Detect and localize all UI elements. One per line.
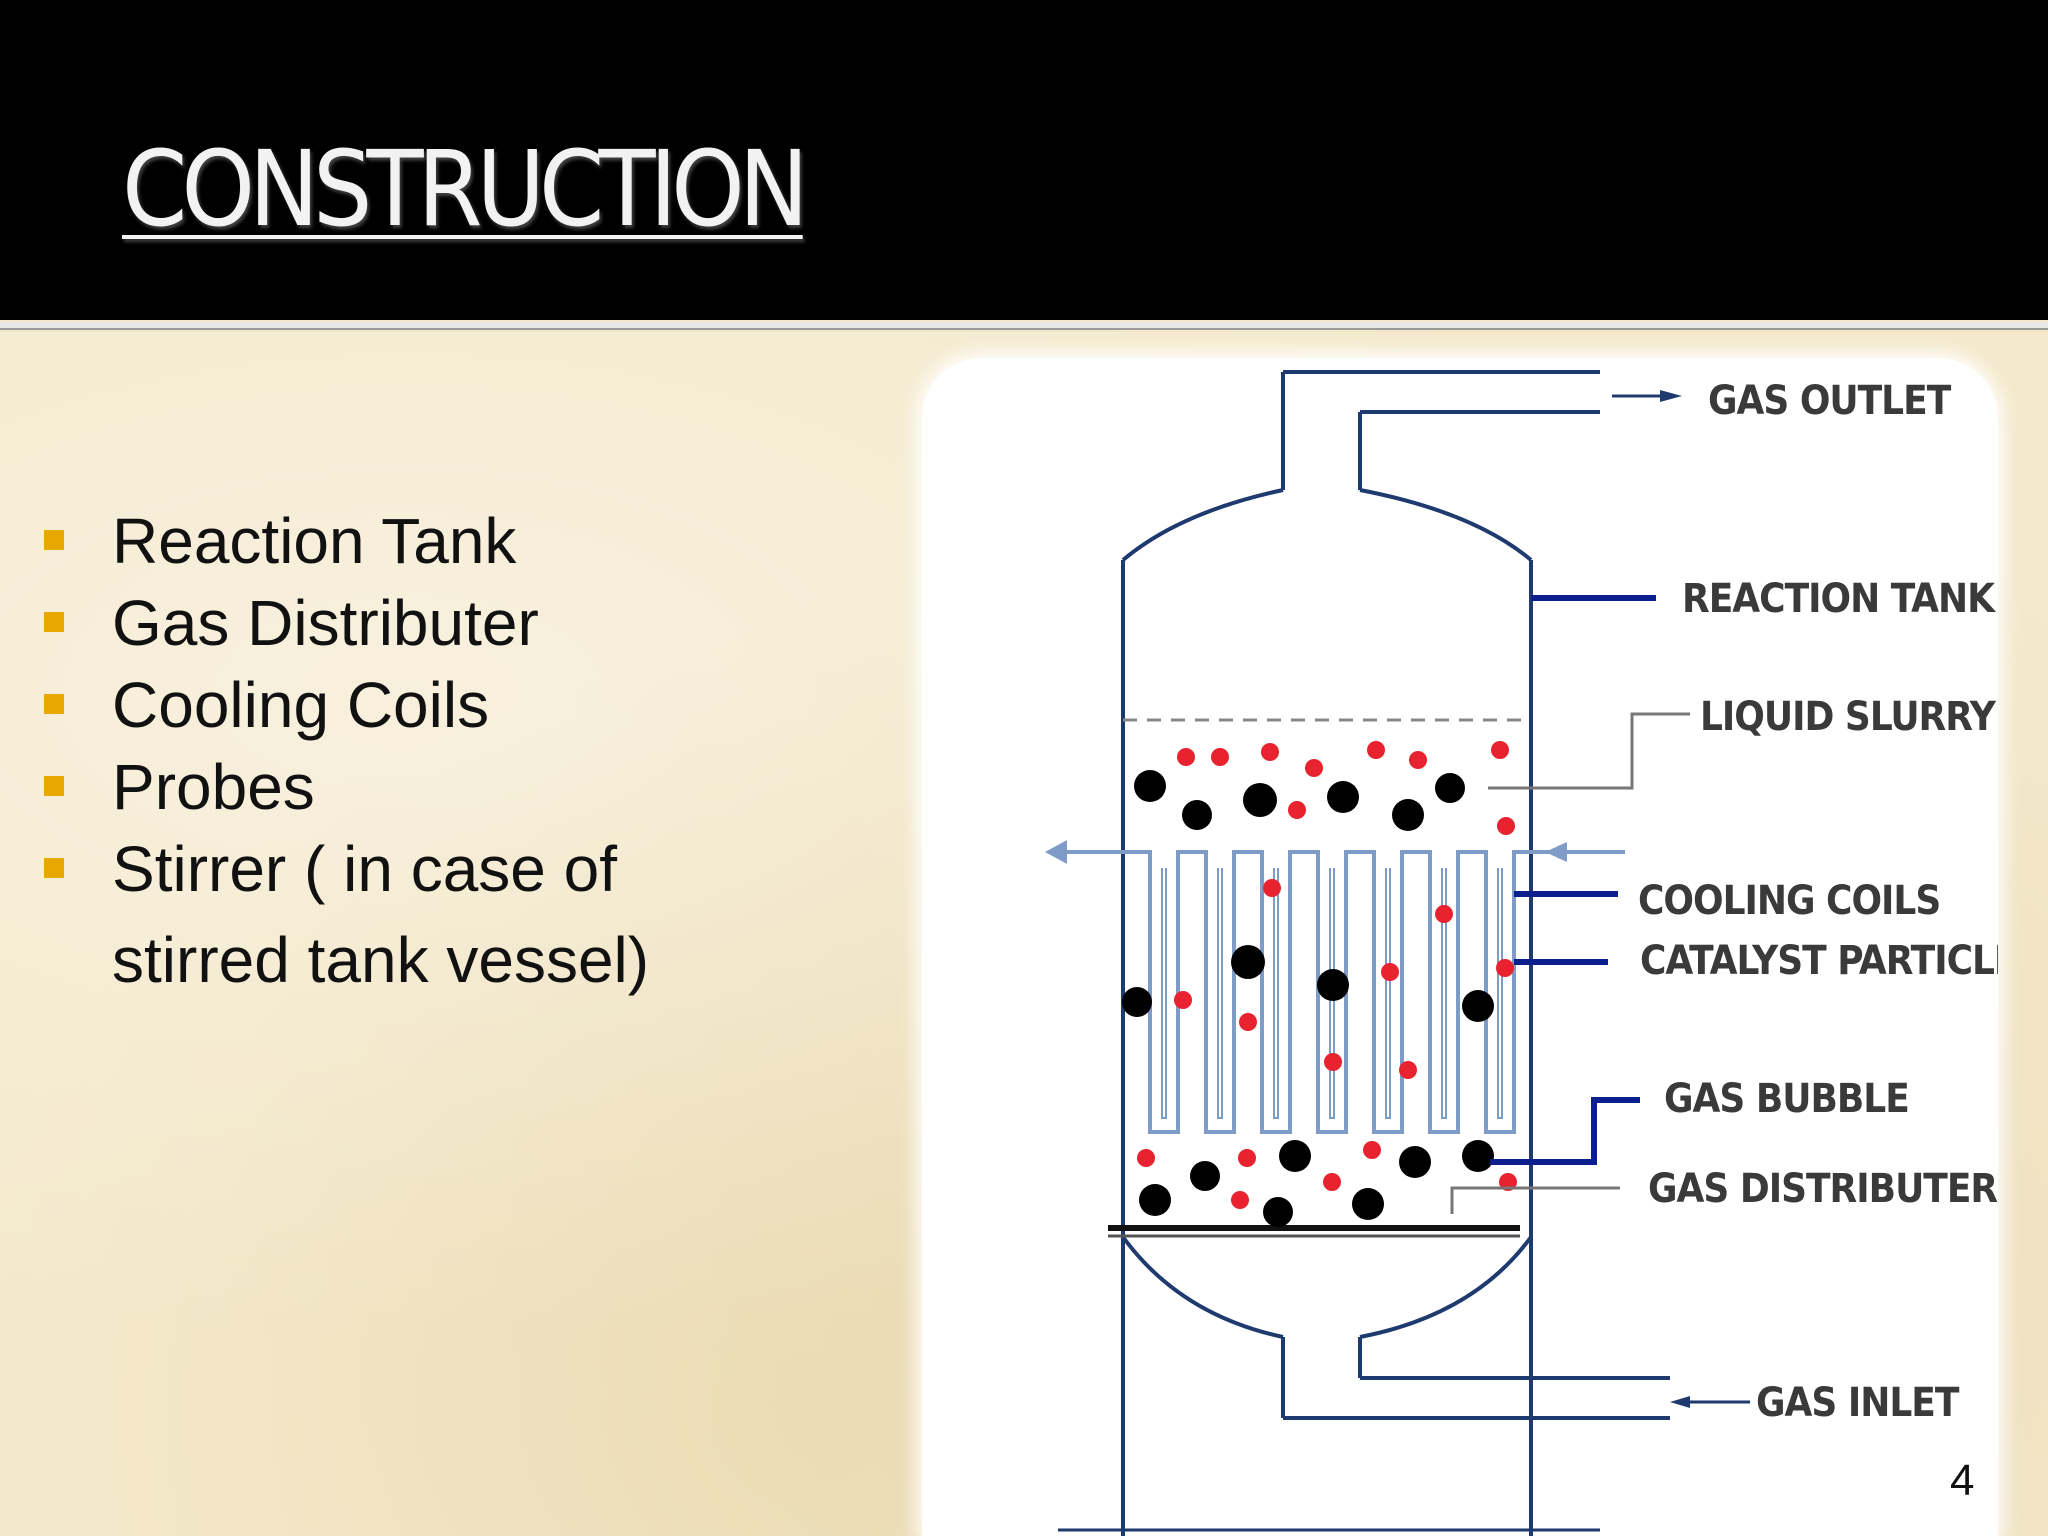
- label-gas-inlet: GAS INLET: [1756, 1380, 1960, 1426]
- page-number: 4: [1950, 1456, 1975, 1505]
- bullet-item: Probes: [40, 746, 880, 828]
- label-leaders: [1450, 390, 1750, 1408]
- label-gas-distributer: GAS DISTRIBUTER: [1648, 1166, 1997, 1212]
- label-gas-bubble: GAS BUBBLE: [1664, 1076, 1909, 1122]
- label-liquid-slurry: LIQUID SLURRY: [1700, 694, 1997, 740]
- bullet-text: Gas Distributer: [112, 587, 539, 659]
- title-divider: [0, 322, 2048, 330]
- coolant-in-arrow-icon: [1545, 842, 1567, 862]
- cooling-coils: [1050, 850, 1625, 1134]
- title-bar: CONSTRUCTION: [0, 0, 2048, 320]
- bullet-item: Gas Distributer: [40, 582, 880, 664]
- bullet-list: Reaction Tank Gas Distributer Cooling Co…: [40, 500, 880, 1010]
- slide-title: CONSTRUCTION: [122, 128, 809, 250]
- label-gas-outlet: GAS OUTLET: [1708, 378, 1952, 424]
- bullet-text: Reaction Tank: [112, 505, 517, 577]
- bullet-square-icon: [44, 776, 64, 796]
- catalyst-particles: [1122, 770, 1494, 1227]
- bullet-square-icon: [44, 858, 64, 878]
- bullet-square-icon: [44, 612, 64, 632]
- gas-bubbles: [1137, 741, 1517, 1209]
- bullet-square-icon: [44, 530, 64, 550]
- bullet-text: Stirrer ( in case of: [112, 833, 618, 905]
- reactor-diagram: GAS OUTLET REACTION TANK LIQUID SLURRY C…: [922, 358, 1998, 1536]
- bullet-square-icon: [44, 694, 64, 714]
- label-reaction-tank: REACTION TANK: [1682, 576, 1996, 622]
- label-catalyst-particle: CATALYST PARTICLE: [1640, 938, 1998, 984]
- bullet-item: Reaction Tank: [40, 500, 880, 582]
- bullet-text: Cooling Coils: [112, 669, 490, 741]
- bullet-item: Stirrer ( in case of stirred tank vessel…: [40, 828, 880, 1010]
- bullet-text-continuation: stirred tank vessel): [112, 924, 650, 996]
- label-cooling-coils: COOLING COILS: [1638, 878, 1940, 924]
- reaction-tank-vessel: [1058, 370, 1670, 1536]
- bullet-item: Cooling Coils: [40, 664, 880, 746]
- bullet-text: Probes: [112, 751, 315, 823]
- coolant-out-arrow-icon: [1045, 840, 1067, 864]
